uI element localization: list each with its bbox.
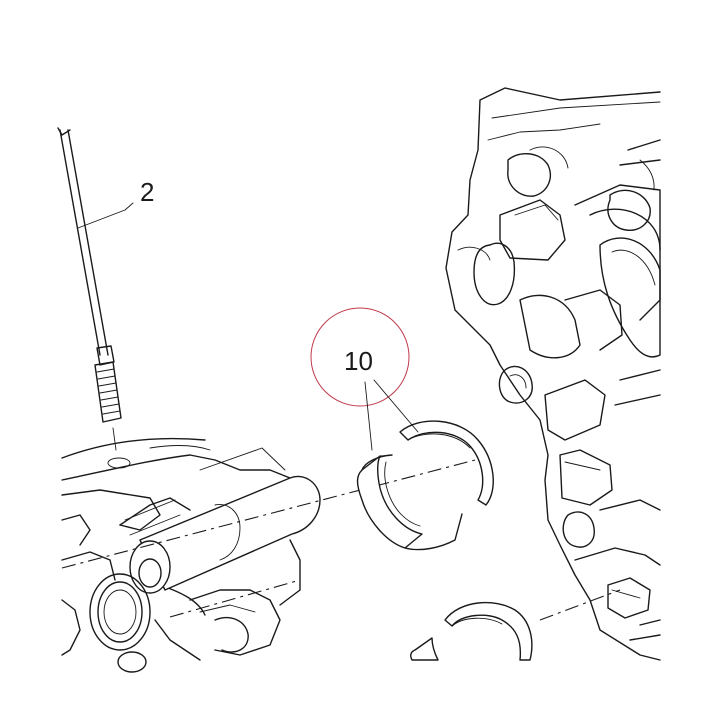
bearing-shells-lower bbox=[410, 601, 533, 661]
cylinder-block-section bbox=[61, 437, 321, 673]
callout-label-10: 10 bbox=[344, 346, 373, 376]
callout-10: 10 bbox=[310, 307, 419, 451]
callout-label-2: 2 bbox=[140, 177, 154, 207]
callout-2: 2 bbox=[77, 177, 154, 229]
bearing-shells bbox=[356, 420, 494, 551]
highlight-circle bbox=[310, 307, 410, 407]
stud-bolt bbox=[57, 127, 131, 469]
crankcase-half bbox=[445, 87, 661, 661]
assembly-axis-lines bbox=[61, 459, 621, 621]
